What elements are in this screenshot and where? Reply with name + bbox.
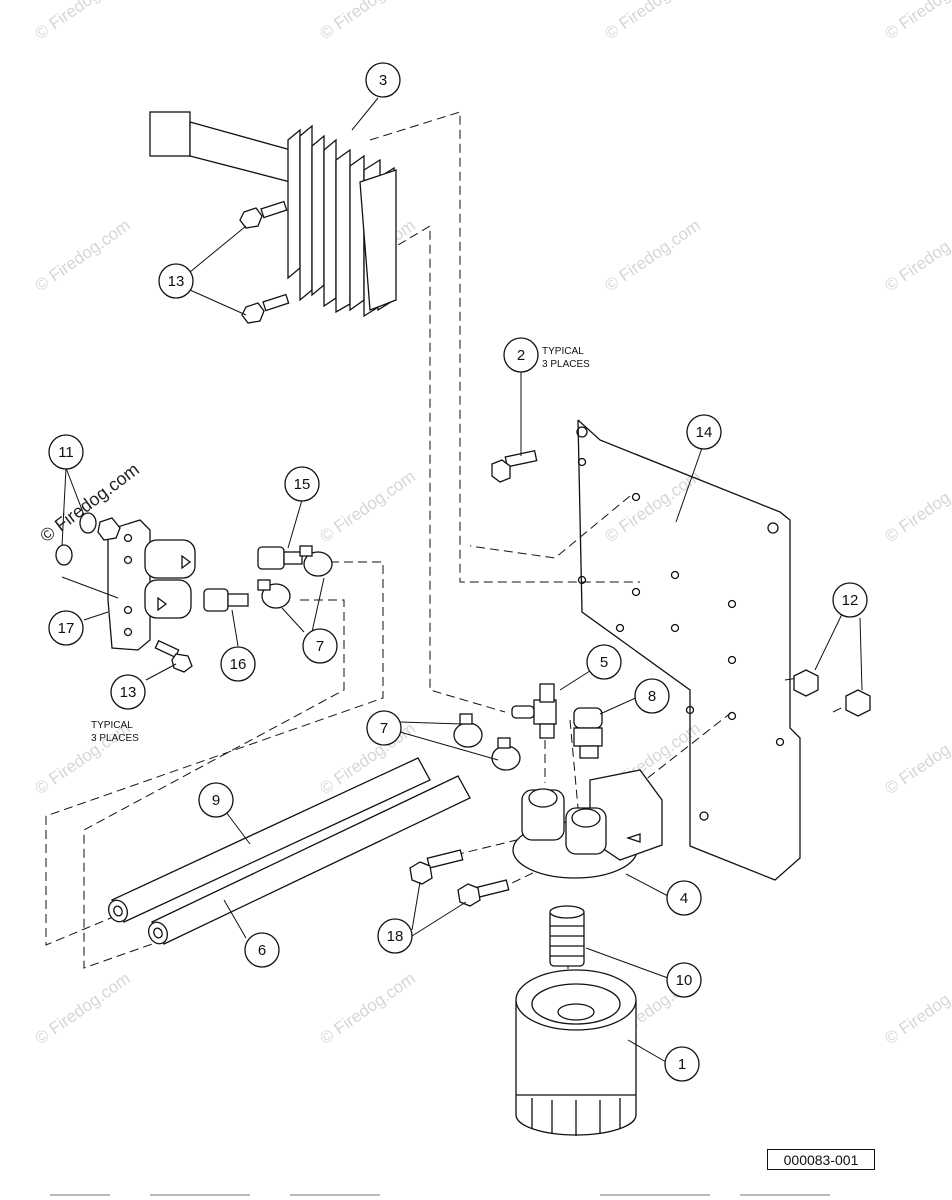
svg-text:9: 9 <box>212 792 220 809</box>
watermark: © Firedog.com <box>601 216 703 296</box>
watermark: © Firedog.com <box>31 0 133 43</box>
bolt-2 <box>491 450 538 483</box>
watermark: © Firedog.com <box>316 0 418 43</box>
callouts: 3 13 2 14 11 15 12 17 7 16 5 13 8 7 9 4 … <box>48 62 868 1082</box>
footer-divider <box>150 1194 250 1196</box>
callout-13-upper: 13 <box>158 263 194 299</box>
threaded-nipple <box>549 905 585 967</box>
elbow-fitting-8 <box>573 707 603 759</box>
cooler-heat-sink <box>149 111 397 318</box>
callout-7-right: 7 <box>366 710 402 746</box>
callout-5: 5 <box>586 644 622 680</box>
callout-7-left: 7 <box>302 628 338 664</box>
note-line-1: TYPICAL <box>91 720 133 731</box>
callout-18: 18 <box>377 918 413 954</box>
svg-text:15: 15 <box>294 476 311 493</box>
watermark: © Firedog.com <box>881 719 952 799</box>
fitting-15 <box>257 546 303 570</box>
svg-text:11: 11 <box>58 444 74 461</box>
leader-lines <box>61 97 863 1063</box>
figure-id-label: 000083-001 <box>767 1149 875 1170</box>
filter-head <box>512 769 663 879</box>
svg-text:1: 1 <box>678 1056 686 1073</box>
svg-text:13: 13 <box>120 684 137 701</box>
callout-11: 11 <box>48 434 84 470</box>
callout-14: 14 <box>686 414 722 450</box>
svg-text:3: 3 <box>379 72 387 89</box>
watermark: © Firedog.com <box>881 467 952 547</box>
watermark: © Firedog.com <box>881 216 952 296</box>
callout-8: 8 <box>634 678 670 714</box>
hose-clamps-left <box>257 545 333 609</box>
svg-text:2: 2 <box>517 347 525 364</box>
svg-text:17: 17 <box>58 620 75 637</box>
svg-text:10: 10 <box>676 972 693 989</box>
valve-upper <box>144 539 196 579</box>
svg-text:12: 12 <box>842 592 859 609</box>
cooler-end-block <box>149 111 191 157</box>
hose-clamps-right <box>453 713 521 771</box>
watermark: © Firedog.com <box>31 969 133 1049</box>
svg-text:7: 7 <box>316 638 324 655</box>
nuts-12 <box>793 669 871 717</box>
callout-2: 2 <box>503 337 539 373</box>
oil-filter <box>515 969 637 1136</box>
footer-divider <box>290 1194 380 1196</box>
svg-text:18: 18 <box>387 928 404 945</box>
callout-3: 3 <box>365 62 401 98</box>
bolts-18 <box>409 849 510 907</box>
valve-bracket <box>97 517 196 651</box>
screw-13-middle <box>241 293 290 324</box>
footer-divider <box>600 1194 710 1196</box>
watermark: © Firedog.com <box>881 969 952 1049</box>
watermark: © Firedog.com <box>881 0 952 43</box>
callout-6: 6 <box>244 932 280 968</box>
hose-9 <box>107 757 431 923</box>
mounting-plate <box>576 419 801 881</box>
footer-divider <box>50 1194 110 1196</box>
callout-15: 15 <box>284 466 320 502</box>
valve-lower <box>144 579 192 619</box>
svg-text:8: 8 <box>648 688 656 705</box>
screw-13-upper <box>239 200 288 229</box>
watermark: © Firedog.com <box>316 969 418 1049</box>
screw-13-lower <box>154 639 193 673</box>
fitting-16 <box>203 588 249 612</box>
callout-17: 17 <box>48 610 84 646</box>
note-line-2: 3 PLACES <box>542 359 590 370</box>
svg-text:13: 13 <box>168 273 185 290</box>
svg-text:7: 7 <box>380 720 388 737</box>
callout-13-lower: 13 <box>110 674 146 710</box>
svg-text:5: 5 <box>600 654 608 671</box>
svg-text:14: 14 <box>696 424 713 441</box>
svg-text:4: 4 <box>680 890 688 907</box>
svg-text:6: 6 <box>258 942 266 959</box>
callout-12: 12 <box>832 582 868 618</box>
svg-text:16: 16 <box>230 656 247 673</box>
note-typical-lower: TYPICAL 3 PLACES <box>91 720 139 744</box>
watermark: © Firedog.com <box>31 216 133 296</box>
callout-1: 1 <box>664 1046 700 1082</box>
note-line-1: TYPICAL <box>542 346 584 357</box>
note-line-2: 3 PLACES <box>91 733 139 744</box>
footer-divider <box>740 1194 830 1196</box>
callout-9: 9 <box>198 782 234 818</box>
washers-11 <box>55 512 97 566</box>
callout-10: 10 <box>666 962 702 998</box>
note-typical-upper: TYPICAL 3 PLACES <box>542 346 590 370</box>
elbow-fitting-5 <box>511 683 557 739</box>
watermark: © Firedog.com <box>601 0 703 43</box>
callout-16: 16 <box>220 646 256 682</box>
hose-6 <box>147 775 471 945</box>
watermark: © Firedog.com <box>316 467 418 547</box>
callout-4: 4 <box>666 880 702 916</box>
